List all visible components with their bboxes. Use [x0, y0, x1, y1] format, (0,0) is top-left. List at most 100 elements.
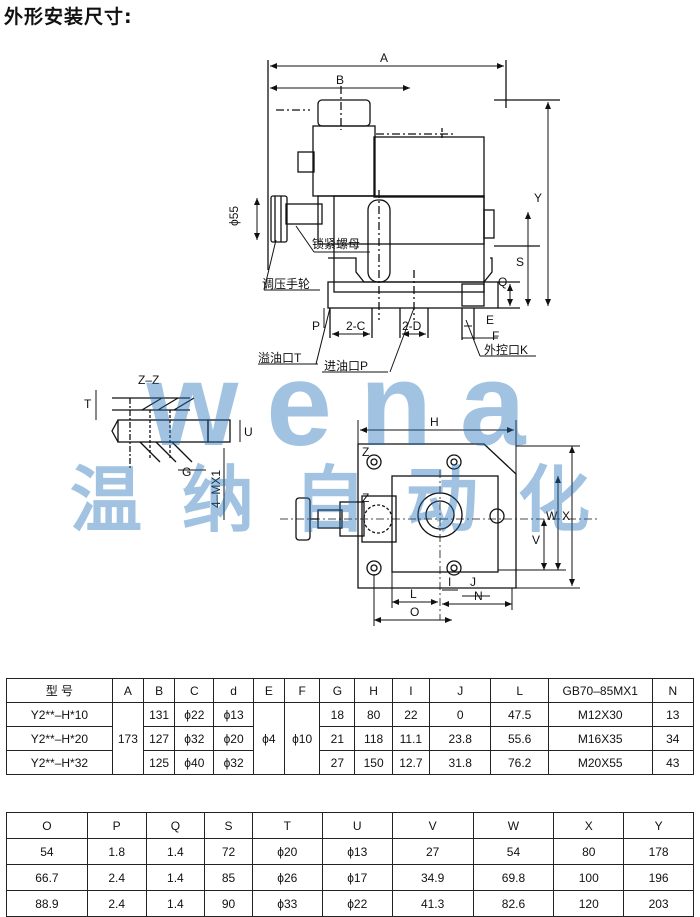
dim-L: L [410, 587, 417, 601]
cell-O: 88.9 [6, 890, 88, 917]
dim-G: G [182, 465, 191, 479]
cell-Q: 1.4 [145, 838, 206, 865]
header-cell: 型 号 [6, 678, 113, 703]
cell-O: 54 [6, 838, 88, 865]
table-row: 88.9 2.4 1.4 90 ϕ33 ϕ22 41.3 82.6 120 20… [6, 890, 694, 917]
header-cell: N [651, 678, 695, 703]
dim-X: X [562, 509, 570, 523]
header-cell: E [252, 678, 285, 703]
cell-T: ϕ20 [251, 838, 323, 865]
cell-U: ϕ17 [321, 864, 393, 891]
dim-phi55: ϕ55 [227, 206, 241, 226]
cell-I: 11.1 [391, 726, 431, 751]
dim-E: E [486, 313, 494, 327]
inlet-port-label: 进油口P [324, 359, 368, 373]
header-cell: I [391, 678, 431, 703]
cell-d: ϕ13 [213, 702, 254, 727]
cell-V: 41.3 [391, 890, 474, 917]
cell-X: 120 [553, 890, 625, 917]
header-cell: J [429, 678, 492, 703]
header-cell: P [86, 812, 147, 839]
table-row: 66.7 2.4 1.4 85 ϕ26 ϕ17 34.9 69.8 100 19… [6, 864, 694, 891]
cell-N: 13 [651, 702, 695, 727]
cell-S: 85 [204, 864, 253, 891]
cell-J: 23.8 [429, 726, 492, 751]
header-cell: Y [623, 812, 694, 839]
table-row: 54 1.8 1.4 72 ϕ20 ϕ13 27 54 80 178 [6, 838, 694, 865]
dim-2D: 2-D [402, 319, 422, 333]
shared-E-cell: ϕ4 [252, 702, 285, 775]
cell-H: 150 [354, 750, 393, 775]
cell-X: 80 [553, 838, 625, 865]
cell-U: ϕ13 [321, 838, 393, 865]
header-cell: G [319, 678, 356, 703]
dim-O: O [410, 605, 419, 619]
cell-P: 2.4 [86, 864, 147, 891]
cell-L: 76.2 [490, 750, 549, 775]
section-label: Z–Z [138, 373, 159, 387]
overflow-port-label: 溢油口T [258, 351, 302, 365]
cell-N: 34 [651, 726, 695, 751]
cell-T: ϕ33 [251, 890, 323, 917]
header-cell: GB70–85MX1 [547, 678, 653, 703]
cell-W: 82.6 [472, 890, 555, 917]
page-title: 外形安装尺寸: [4, 6, 133, 28]
cell-H: 118 [354, 726, 393, 751]
cell-C: ϕ40 [174, 750, 215, 775]
dim-4MX1: 4–MX1 [209, 470, 223, 508]
technical-drawing: A B Y S Q P E F 2-C 2-D ϕ55 H V W X I J … [84, 51, 600, 626]
model-cell: Y2**–H*20 [6, 726, 113, 751]
cell-W: 69.8 [472, 864, 555, 891]
dim-V: V [532, 533, 540, 547]
cell-H: 80 [354, 702, 393, 727]
dim-A: A [380, 51, 388, 65]
cell-B: 125 [142, 750, 176, 775]
dim-N: N [474, 589, 483, 603]
dim-W: W [546, 509, 558, 523]
dim-2C: 2-C [346, 319, 366, 333]
table-row: Y2**–H*20 127 ϕ32 ϕ20 21 118 11.1 23.8 5… [6, 726, 695, 751]
dim-Z1: Z [362, 445, 369, 459]
dim-Q: Q [498, 275, 507, 289]
cell-J: 31.8 [429, 750, 492, 775]
callout-labels: 锁紧螺母 调压手轮 溢油口T 进油口P 外控口K [258, 236, 528, 373]
header-cell: W [472, 812, 555, 839]
dim-Z2: Z [362, 491, 369, 505]
cell-G: 21 [319, 726, 356, 751]
cell-L: 47.5 [490, 702, 549, 727]
header-cell: F [283, 678, 321, 703]
header-cell: X [553, 812, 625, 839]
dim-Y: Y [534, 191, 542, 205]
cell-N: 43 [651, 750, 695, 775]
lock-nut-label: 锁紧螺母 [312, 236, 360, 251]
header-cell: d [213, 678, 254, 703]
cell-S: 72 [204, 838, 253, 865]
handwheel-label: 调压手轮 [262, 277, 310, 291]
model-cell: Y2**–H*10 [6, 702, 113, 727]
dim-J: J [470, 575, 476, 589]
header-cell: U [321, 812, 393, 839]
dimension-table-2: O P Q S T U V W X Y 54 1.8 1.4 72 ϕ20 ϕ1… [6, 812, 694, 917]
front-view [267, 60, 560, 340]
cell-B: 127 [142, 726, 176, 751]
model-cell: Y2**–H*32 [6, 750, 113, 775]
cell-Q: 1.4 [145, 890, 206, 917]
dimension-labels: A B Y S Q P E F 2-C 2-D ϕ55 H V W X I J … [84, 51, 570, 619]
cell-B: 131 [142, 702, 176, 727]
cell-Y: 178 [623, 838, 694, 865]
dim-I: I [448, 575, 451, 589]
cell-Y: 203 [623, 890, 694, 917]
cell-C: ϕ32 [174, 726, 215, 751]
header-cell: Q [145, 812, 206, 839]
cell-O: 66.7 [6, 864, 88, 891]
table-row: Y2**–H*10 173 131 ϕ22 ϕ13 ϕ4 ϕ10 18 80 2… [6, 702, 695, 775]
cell-U: ϕ22 [321, 890, 393, 917]
cell-S: 90 [204, 890, 253, 917]
header-cell: L [490, 678, 549, 703]
cell-I: 12.7 [391, 750, 431, 775]
cell-Y: 196 [623, 864, 694, 891]
header-cell: C [174, 678, 215, 703]
header-cell: B [142, 678, 176, 703]
cell-J: 0 [429, 702, 492, 727]
header-cell: S [204, 812, 253, 839]
